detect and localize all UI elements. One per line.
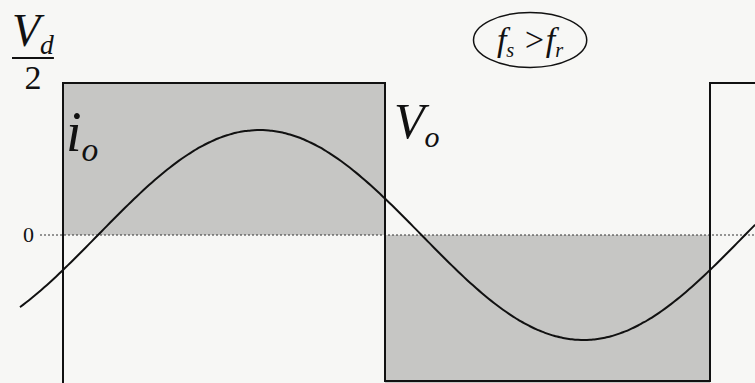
fraction-denominator: 2 [24,61,41,95]
zero-level: 0 [23,224,34,246]
zero-axis [40,235,755,236]
condition-ellipse: fs >fr [472,11,588,69]
negative-half-shading [385,235,710,383]
output-current-label: io [66,104,98,160]
output-current-sine [20,130,755,340]
output-voltage-square-wave [63,83,755,383]
output-voltage-label: Vo [394,96,440,146]
condition-text: fs >fr [472,11,588,57]
dc-half-voltage: Vd [12,8,54,54]
